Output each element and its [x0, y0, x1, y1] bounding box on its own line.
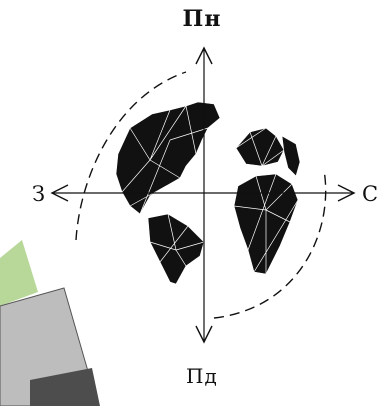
arrow-down-icon [195, 325, 213, 344]
north-label: Пн [182, 6, 222, 32]
globe-icon [115, 101, 301, 285]
arrow-right-icon [337, 184, 356, 202]
west-label: З [32, 182, 46, 206]
dashed-orbit-arc-top-left [75, 71, 187, 241]
green-corner-patch [0, 240, 38, 306]
east-label: С [362, 182, 379, 206]
south-label: Пд [186, 364, 218, 388]
arrow-left-icon [50, 184, 69, 202]
dark-gray-corner-block [30, 368, 100, 406]
globe-mesh [121, 105, 299, 274]
continent-north-america [115, 101, 221, 215]
arrow-up-icon [195, 46, 213, 65]
continent-asia-edge [281, 135, 301, 177]
